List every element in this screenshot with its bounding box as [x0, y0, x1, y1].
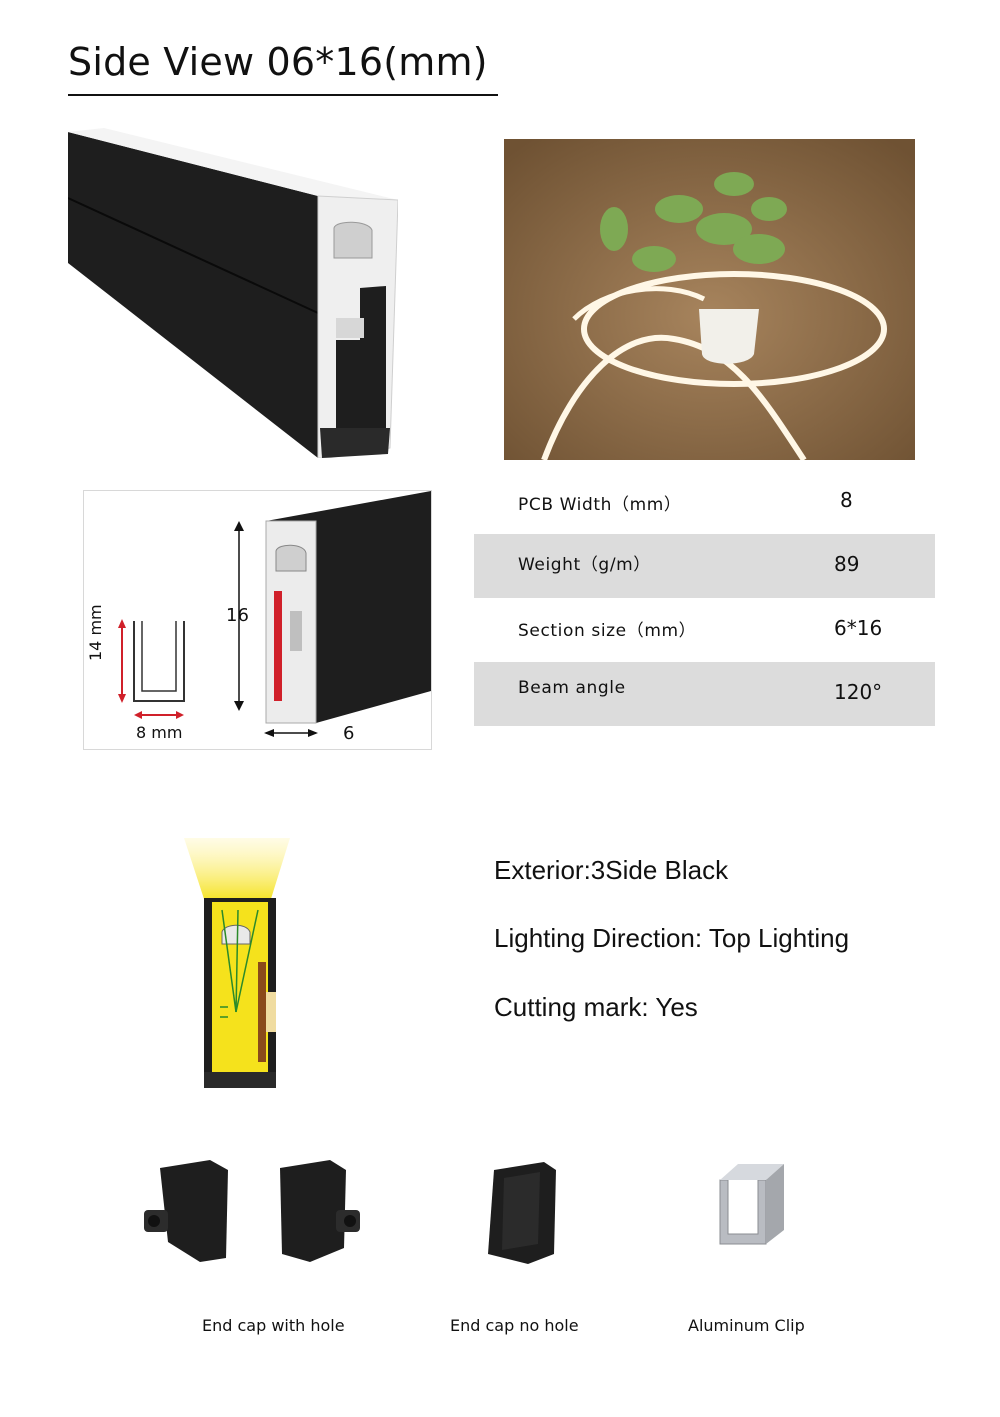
- title-underline: [68, 94, 498, 96]
- accessory-label: End cap no hole: [450, 1316, 579, 1335]
- feature-exterior: Exterior:3Side Black: [494, 855, 729, 885]
- profile-3d-image: [68, 128, 398, 458]
- aluminum-clip-image: [719, 1164, 784, 1245]
- profile-width-label: 6: [343, 723, 355, 744]
- lighting-direction-diagram: [184, 838, 290, 1088]
- spec-label: Weight（g/m）: [518, 555, 651, 575]
- spec-row-section-size: Section size（mm） 6*16: [474, 598, 935, 662]
- product-photo: [504, 139, 915, 460]
- spec-label: Beam angle: [518, 678, 626, 698]
- spec-row-beam-angle: Beam angle 120°: [474, 662, 935, 726]
- spec-row-pcb-width: PCB Width（mm） 8: [474, 470, 935, 534]
- profile-height-label: 16: [226, 605, 249, 626]
- accessory-label: Aluminum Clip: [688, 1316, 805, 1335]
- spec-value: 89: [834, 552, 860, 576]
- spec-label: Section size（mm）: [518, 621, 697, 641]
- spec-row-weight: Weight（g/m） 89: [474, 534, 935, 598]
- u-height-label: 14 mm: [86, 604, 105, 661]
- spec-value: 120°: [834, 680, 883, 704]
- end-cap-with-hole-image: [144, 1160, 360, 1262]
- spec-value: 8: [840, 488, 853, 512]
- page-title: Side View 06*16(mm): [68, 40, 488, 84]
- spec-label: PCB Width（mm）: [518, 495, 682, 515]
- feature-cutting-mark: Cutting mark: Yes: [494, 992, 698, 1022]
- end-cap-no-hole-image: [488, 1162, 556, 1264]
- accessory-label: End cap with hole: [202, 1316, 345, 1335]
- dimension-diagram: 14 mm 8 mm 16 6: [83, 490, 432, 750]
- feature-lighting-direction: Lighting Direction: Top Lighting: [494, 923, 850, 953]
- spec-value: 6*16: [834, 616, 883, 640]
- u-width-label: 8 mm: [136, 723, 183, 742]
